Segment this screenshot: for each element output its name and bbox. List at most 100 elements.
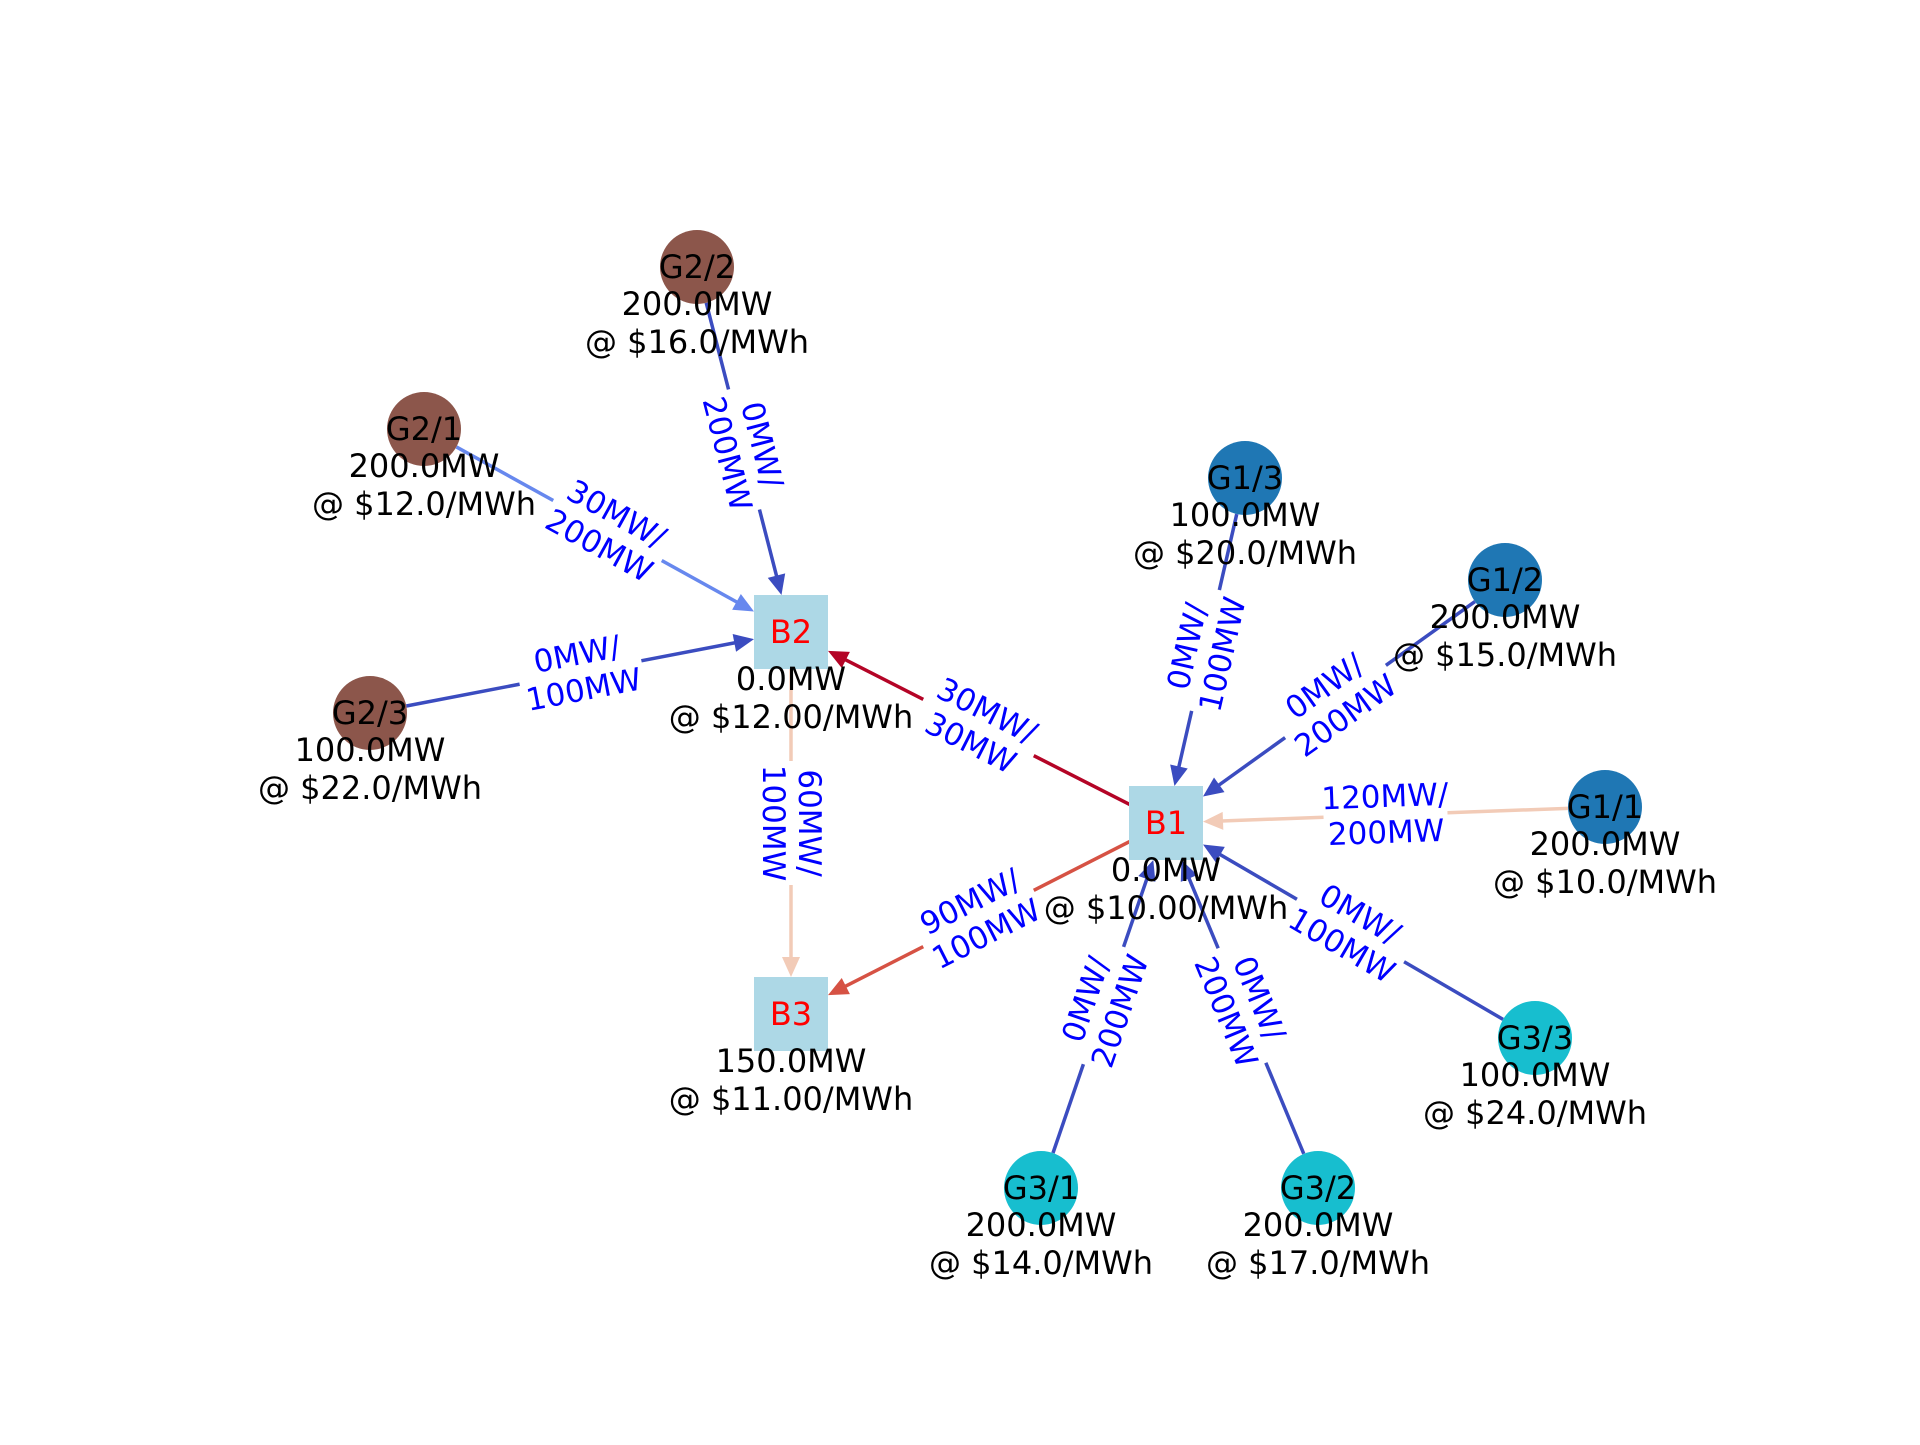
bus-power: 0.0MW [736,660,846,698]
generator-capacity: 100.0MW [1460,1056,1611,1094]
generator-capacity: 200.0MW [966,1206,1117,1244]
bus-power: 150.0MW [716,1042,867,1080]
generator-node-circle[interactable] [1281,1151,1355,1225]
edge-label-background [512,621,649,722]
generator-label: G3/3 [1497,1019,1573,1057]
edge-label: 0MW/200MW [1183,932,1303,1078]
bus-price: @ $11.00/MWh [669,1080,913,1118]
edge-label: 0MW/200MW [691,379,799,520]
generator-capacity: 200.0MW [1530,825,1681,863]
generator-g2-1[interactable]: G2/1 [386,392,462,466]
edge-label: 0MW/100MW [1277,864,1425,995]
bus-b2[interactable]: B2 [754,595,828,669]
edge-label: 0MW/200MW [1045,933,1160,1077]
generator-label: G1/2 [1467,561,1543,599]
edge-arrowhead [828,650,850,668]
generator-price: @ $10.0/MWh [1493,863,1717,901]
bus-b1[interactable]: B1 [1129,786,1203,860]
edge-capacity-text: 100MW [755,765,791,882]
generator-node-circle[interactable] [1468,543,1542,617]
generator-node-circle[interactable] [1568,770,1642,844]
generator-node-circle[interactable] [333,676,407,750]
generator-g1-2[interactable]: G1/2 [1467,543,1543,617]
edge-label-background [1045,933,1160,1077]
edge-label-background [1152,581,1257,720]
edge-label-background [1277,864,1425,995]
generator-g2-3[interactable]: G2/3 [332,676,408,750]
edge-label: 0MW/200MW [1261,632,1409,769]
edge-arrowhead [1138,860,1156,882]
bus-label: B2 [770,613,812,651]
bus-power: 0.0MW [1111,851,1221,889]
generator-capacity: 200.0MW [622,285,773,323]
edge-arrowhead [782,957,800,977]
generator-capacity: 200.0MW [1430,598,1581,636]
generator-label: G2/2 [659,248,735,286]
generator-g2-2[interactable]: G2/2 [659,230,735,304]
generator-price: @ $20.0/MWh [1133,534,1357,572]
generator-price: @ $24.0/MWh [1423,1094,1647,1132]
edge-label: 90MW/100MW [905,854,1051,981]
edge-label: 60MW/100MW [753,761,831,885]
edge-label: 30MW/30MW [906,663,1052,790]
edge-label-background [1183,932,1303,1078]
generator-capacity: 100.0MW [1170,496,1321,534]
edge-label: 30MW/200MW [534,465,682,594]
edge-arrowhead [1170,764,1188,786]
bus-node-square[interactable] [754,977,828,1051]
edge-label: 0MW/100MW [512,621,649,722]
edge-arrowhead [1180,860,1198,882]
generator-price: @ $14.0/MWh [929,1244,1153,1282]
edge-label: 0MW/100MW [1152,581,1257,720]
generator-price: @ $22.0/MWh [258,769,482,807]
bus-price: @ $12.00/MWh [669,698,913,736]
edge-arrowhead [732,593,754,612]
generator-g3-1[interactable]: G3/1 [1003,1151,1079,1225]
generator-g3-2[interactable]: G3/2 [1280,1151,1356,1225]
generator-label: G3/2 [1280,1169,1356,1207]
generator-g1-1[interactable]: G1/1 [1567,770,1643,844]
edge-arrowhead [1203,777,1225,797]
edge-label: 120MW/200MW [1321,772,1450,856]
edge-arrowhead [732,634,754,652]
generator-g1-3[interactable]: G1/3 [1207,441,1283,515]
generator-price: @ $17.0/MWh [1206,1244,1430,1282]
generator-node-circle[interactable] [1498,1001,1572,1075]
bus-label: B3 [770,995,812,1033]
edge-label-background [1322,772,1449,856]
edge-flow-text: 120MW/ [1321,777,1450,818]
generator-capacity: 200.0MW [1243,1206,1394,1244]
generator-price: @ $16.0/MWh [585,323,809,361]
generator-capacity: 200.0MW [349,447,500,485]
generator-label: G1/3 [1207,459,1283,497]
generator-node-circle[interactable] [1208,441,1282,515]
bus-label: B1 [1145,804,1187,842]
nodes-layer: G1/1 G1/2 G1/3 G2/1 G2/2G2/3G3/1 G3/2 G3/3 B1 B2… [332,230,1643,1225]
generator-node-circle[interactable] [660,230,734,304]
generator-node-circle[interactable] [1004,1151,1078,1225]
edge-label-background [691,379,799,520]
edge-label-background [753,761,831,885]
bus-b3[interactable]: B3 [754,977,828,1051]
generator-node-circle[interactable] [387,392,461,466]
generator-price: @ $15.0/MWh [1393,636,1617,674]
bus-node-square[interactable] [1129,786,1203,860]
edge-flow-text: 60MW/ [791,769,827,877]
generator-capacity: 100.0MW [295,731,446,769]
edge-capacity-text: 200MW [1327,813,1445,853]
generator-g3-3[interactable]: G3/3 [1497,1001,1573,1075]
generator-label: G3/1 [1003,1169,1079,1207]
generator-price: @ $12.0/MWh [312,485,536,523]
edge-arrowhead [1203,811,1224,830]
generator-label: G1/1 [1567,788,1643,826]
edge-arrowhead [828,978,850,996]
bus-price: @ $10.00/MWh [1044,889,1288,927]
edge-arrowhead [1203,844,1225,863]
edge-label-background [1261,632,1409,769]
edge-arrowhead [767,573,786,595]
edge-label-background [906,663,1052,790]
bus-node-square[interactable] [754,595,828,669]
